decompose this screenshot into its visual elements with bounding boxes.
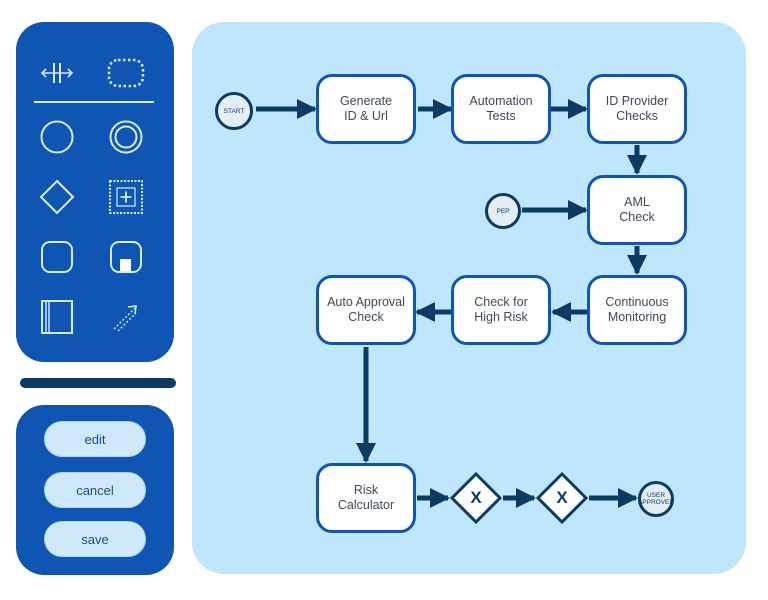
- diamond-shape: [535, 471, 589, 525]
- action-panel: edit cancel save: [16, 405, 174, 575]
- plus-box-icon[interactable]: [103, 174, 149, 220]
- node-generate[interactable]: Generate ID & Url: [316, 74, 416, 144]
- user-approved-event[interactable]: USER APPROVED: [638, 481, 674, 517]
- node-automation[interactable]: Automation Tests: [451, 74, 551, 144]
- diagram-connectors: [256, 99, 647, 508]
- circle-icon[interactable]: [34, 114, 80, 160]
- dashed-arrow-icon[interactable]: [103, 294, 149, 340]
- node-autoapproval[interactable]: Auto Approval Check: [316, 275, 416, 345]
- shape-palette: [16, 22, 174, 362]
- diagram-canvas[interactable]: START PEP USER APPROVED Generate ID & Ur…: [192, 22, 746, 574]
- diamond-shape: [449, 471, 503, 525]
- edit-button[interactable]: edit: [44, 421, 146, 457]
- gateway-exclusive-1[interactable]: X: [449, 471, 503, 525]
- start-event[interactable]: START: [215, 92, 253, 130]
- node-aml[interactable]: AML Check: [587, 175, 687, 245]
- node-risk[interactable]: Risk Calculator: [316, 463, 416, 533]
- pool-icon[interactable]: [34, 294, 80, 340]
- rounded-square-icon[interactable]: [34, 234, 80, 280]
- gateway-label: X: [470, 488, 482, 507]
- lane-split-icon[interactable]: [34, 50, 80, 96]
- palette-graphics: [34, 101, 154, 103]
- rounded-square-marker-icon[interactable]: [103, 234, 149, 280]
- gateway-label: X: [556, 488, 568, 507]
- save-button[interactable]: save: [44, 521, 146, 557]
- gateway-exclusive-2[interactable]: X: [535, 471, 589, 525]
- node-idprovider[interactable]: ID Provider Checks: [587, 74, 687, 144]
- panel-divider: [20, 378, 176, 388]
- diamond-icon[interactable]: [34, 174, 80, 220]
- cancel-button[interactable]: cancel: [44, 472, 146, 508]
- node-highrisk[interactable]: Check for High Risk: [451, 275, 551, 345]
- node-monitoring[interactable]: Continuous Monitoring: [587, 275, 687, 345]
- pep-event[interactable]: PEP: [485, 193, 521, 229]
- double-circle-icon[interactable]: [103, 114, 149, 160]
- dashed-box-icon[interactable]: [103, 50, 149, 96]
